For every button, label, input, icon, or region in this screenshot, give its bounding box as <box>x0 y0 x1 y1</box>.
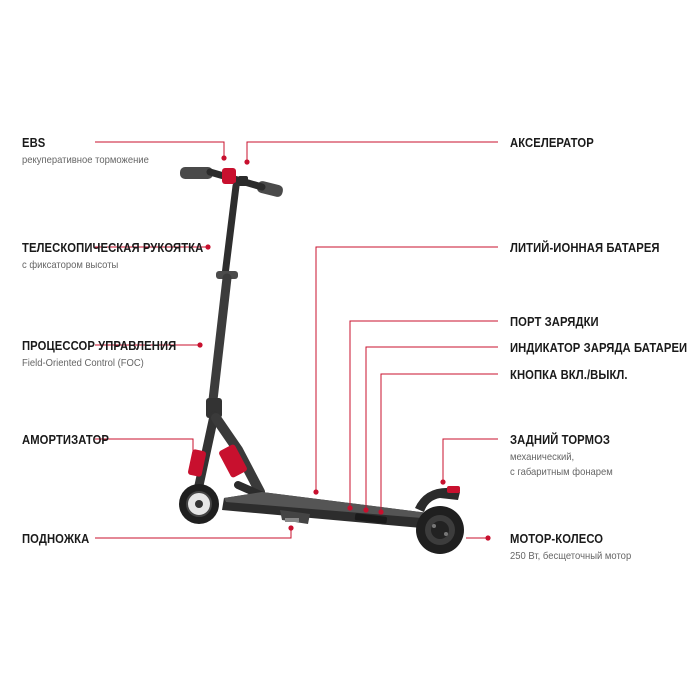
label-telescopic: ТЕЛЕСКОПИЧЕСКАЯ РУКОЯТКА с фиксатором вы… <box>22 241 224 271</box>
front-wheel <box>179 484 219 524</box>
label-processor-sub: Field-Oriented Control (FOC) <box>22 357 144 370</box>
label-indicator: ИНДИКАТОР ЗАРЯДА БАТАРЕИ <box>510 341 700 355</box>
label-indicator-title: ИНДИКАТОР ЗАРЯДА БАТАРЕИ <box>510 341 688 355</box>
label-rearbrake-title: ЗАДНИЙ ТОРМОЗ <box>510 433 611 447</box>
label-power: КНОПКА ВКЛ./ВЫКЛ. <box>510 368 641 382</box>
label-rearbrake: ЗАДНИЙ ТОРМОЗ механический, с габаритным… <box>510 433 624 479</box>
deck <box>222 492 452 530</box>
label-shock: АМОРТИЗАТОР <box>22 433 119 447</box>
label-motor: МОТОР-КОЛЕСО 250 Вт, бесщеточный мотор <box>510 532 645 562</box>
label-ebs-title: EBS <box>22 136 46 150</box>
callout-dots <box>190 155 491 541</box>
label-shock-title: АМОРТИЗАТОР <box>22 433 110 447</box>
label-battery-title: ЛИТИЙ-ИОННАЯ БАТАРЕЯ <box>510 241 660 255</box>
handlebar <box>180 167 284 197</box>
label-ebs: EBS рекуперативное торможение <box>22 136 163 166</box>
label-rearbrake-sub: механический, <box>510 451 575 464</box>
label-telescopic-sub: с фиксатором высоты <box>22 259 119 272</box>
label-kickstand-title: ПОДНОЖКА <box>22 532 90 546</box>
label-port-title: ПОРТ ЗАРЯДКИ <box>510 315 599 329</box>
label-rearbrake-sub2: с габаритным фонарем <box>510 466 613 479</box>
label-accelerator: АКСЕЛЕРАТОР <box>510 136 603 150</box>
label-accelerator-title: АКСЕЛЕРАТОР <box>510 136 594 150</box>
front-fork <box>188 411 269 501</box>
label-ebs-sub: рекуперативное торможение <box>22 154 149 167</box>
steering-stem <box>206 182 240 418</box>
label-processor: ПРОЦЕССОР УПРАВЛЕНИЯ Field-Oriented Cont… <box>22 339 193 369</box>
label-battery: ЛИТИЙ-ИОННАЯ БАТАРЕЯ <box>510 241 676 255</box>
rear-wheel <box>416 506 464 554</box>
label-telescopic-title: ТЕЛЕСКОПИЧЕСКАЯ РУКОЯТКА <box>22 241 204 255</box>
callout-lines <box>95 141 498 539</box>
label-port: ПОРТ ЗАРЯДКИ <box>510 315 609 329</box>
label-motor-title: МОТОР-КОЛЕСО <box>510 532 604 546</box>
label-motor-sub: 250 Вт, бесщеточный мотор <box>510 550 632 563</box>
label-power-title: КНОПКА ВКЛ./ВЫКЛ. <box>510 368 628 382</box>
label-kickstand: ПОДНОЖКА <box>22 532 97 546</box>
label-processor-title: ПРОЦЕССОР УПРАВЛЕНИЯ <box>22 339 177 353</box>
rear-fender <box>415 486 460 512</box>
